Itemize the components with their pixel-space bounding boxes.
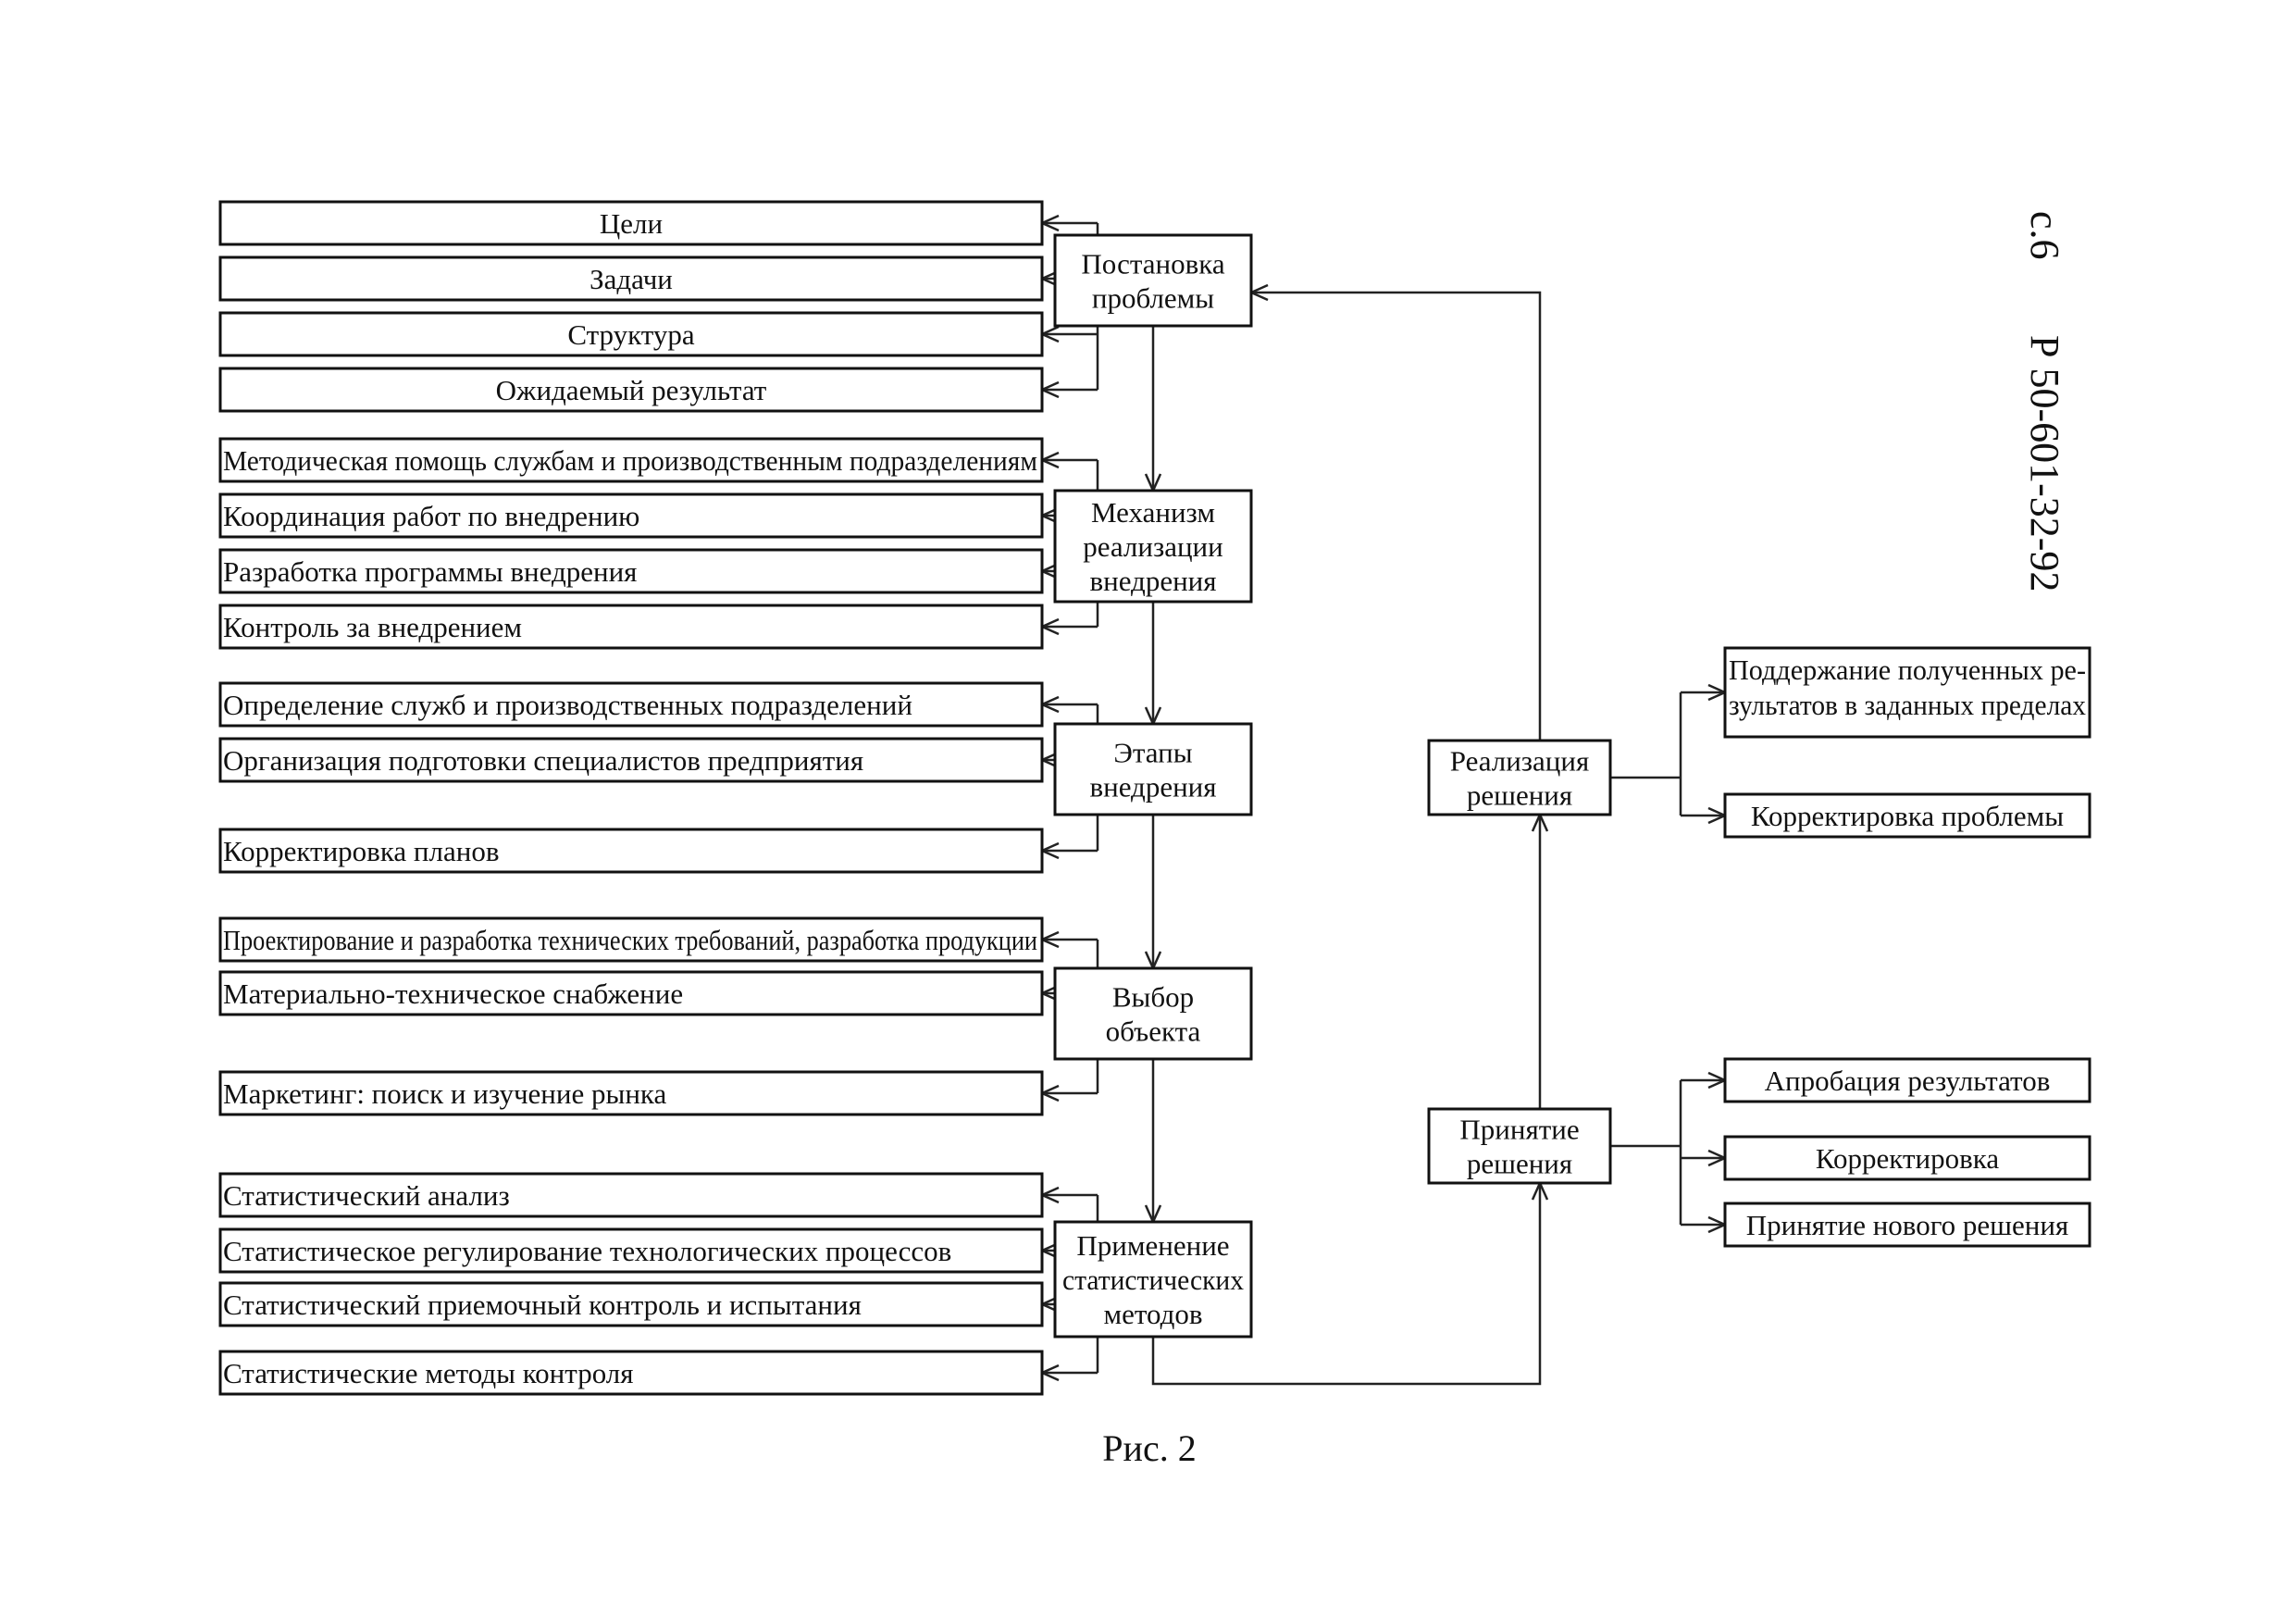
- left-box-problem-1: [218, 200, 1044, 246]
- left-label-stat-3: Статистический приемочный контроль и исп…: [223, 1289, 862, 1321]
- left-box-stat-1: [218, 1172, 1044, 1218]
- box-stages: [1053, 722, 1253, 816]
- box-mechanism-label-line-3: внедрения: [1089, 565, 1216, 597]
- left-box-stat-3: [218, 1281, 1044, 1327]
- left-label-stat-2: Статистическое регулирование технологиче…: [223, 1235, 951, 1267]
- box-object: [1053, 966, 1253, 1061]
- box-stat-label-line-2: статистических: [1062, 1264, 1244, 1296]
- right-label-adoption-1: Апробация результатов: [1765, 1065, 2051, 1097]
- left-label-mechanism-4: Контроль за внедрением: [223, 611, 522, 643]
- right-label-adoption-3: Принятие нового решения: [1746, 1209, 2069, 1241]
- right-label-implementation-2: Корректировка проблемы: [1751, 800, 2064, 832]
- boxes: [218, 200, 2091, 1396]
- box-mechanism: [1053, 489, 1253, 604]
- box-mechanism-label-line-1: Механизм: [1091, 496, 1215, 529]
- left-box-stat-2: [218, 1227, 1044, 1274]
- box-stat: [1053, 1220, 1253, 1339]
- box-object-label-line-1: Выбор: [1112, 981, 1194, 1014]
- right-label-implementation-1-line-1: Поддержание полученных ре-: [1729, 654, 2086, 686]
- page-number: с.6: [2022, 211, 2067, 260]
- right-box-adoption-1: [1723, 1057, 2091, 1103]
- box-mechanism-label-line-2: реализации: [1083, 530, 1223, 563]
- left-box-mechanism-2: [218, 492, 1044, 539]
- left-box-stat-4: [218, 1350, 1044, 1396]
- right-box-implementation-2: [1723, 792, 2091, 839]
- box-adoption-label-line-2: решения: [1467, 1148, 1572, 1180]
- box-stat-label-line-1: Применение: [1076, 1229, 1229, 1262]
- right-label-implementation-1-line-2: зультатов в заданных пределах: [1729, 689, 2086, 721]
- left-box-problem-2: [218, 255, 1044, 302]
- left-label-stat-4: Статистические методы контроля: [223, 1357, 634, 1389]
- left-label-problem-1: Цели: [600, 207, 663, 240]
- left-label-mechanism-1: Методическая помощь службам и производст…: [223, 444, 1037, 477]
- left-label-object-1: Проектирование и разработка технических …: [223, 924, 1037, 956]
- left-box-object-3: [218, 1070, 1044, 1116]
- left-box-mechanism-3: [218, 548, 1044, 594]
- box-implementation-label-line-2: решения: [1467, 779, 1572, 812]
- box-problem-label-line-2: проблемы: [1092, 282, 1214, 315]
- arrow-stat-to-adoption: [1151, 1183, 1540, 1386]
- left-box-mechanism-4: [218, 604, 1044, 650]
- left-box-stages-1: [218, 681, 1044, 728]
- figure-caption: Рис. 2: [1102, 1427, 1196, 1469]
- left-label-stages-3: Корректировка планов: [223, 835, 499, 867]
- arrow-implementation-to-problem: [1251, 293, 1542, 741]
- box-stat-label-line-3: методов: [1103, 1298, 1202, 1330]
- left-box-object-1: [218, 916, 1044, 963]
- right-box-implementation-1: [1723, 646, 2091, 739]
- left-label-stat-1: Статистический анализ: [223, 1179, 510, 1212]
- right-box-adoption-3: [1723, 1202, 2091, 1248]
- right-box-adoption-2: [1723, 1135, 2091, 1181]
- left-box-mechanism-1: [218, 437, 1044, 483]
- left-label-object-3: Маркетинг: поиск и изучение рынка: [223, 1077, 666, 1110]
- box-stages-label-line-2: внедрения: [1089, 771, 1216, 803]
- left-label-problem-3: Структура: [567, 318, 695, 351]
- left-label-problem-2: Задачи: [590, 263, 673, 295]
- left-box-stages-3: [218, 828, 1044, 874]
- left-box-problem-3: [218, 311, 1044, 357]
- box-problem: [1053, 233, 1253, 328]
- box-object-label-line-2: объекта: [1106, 1015, 1201, 1048]
- box-adoption: [1427, 1107, 1612, 1185]
- box-problem-label-line-1: Постановка: [1081, 248, 1224, 280]
- left-label-object-2: Материально-техническое снабжение: [223, 978, 683, 1010]
- left-label-stages-1: Определение служб и производственных под…: [223, 689, 912, 721]
- left-box-problem-4: [218, 367, 1044, 413]
- document-code: Р 50-601-32-92: [2022, 335, 2067, 592]
- box-adoption-label-line-1: Принятие: [1459, 1114, 1579, 1146]
- left-box-object-2: [218, 970, 1044, 1016]
- box-implementation: [1427, 739, 1612, 816]
- right-label-adoption-2: Корректировка: [1816, 1142, 1999, 1175]
- box-stages-label-line-1: Этапы: [1113, 737, 1192, 769]
- box-implementation-label-line-1: Реализация: [1450, 745, 1590, 778]
- labels: ПостановкапроблемыМеханизмреализациивнед…: [223, 207, 2086, 1389]
- left-label-mechanism-3: Разработка программы внедрения: [223, 555, 637, 588]
- left-label-mechanism-2: Координация работ по внедрению: [223, 500, 639, 532]
- left-label-problem-4: Ожидаемый результат: [496, 374, 767, 406]
- left-box-stages-2: [218, 737, 1044, 783]
- left-label-stages-2: Организация подготовки специалистов пред…: [223, 744, 863, 777]
